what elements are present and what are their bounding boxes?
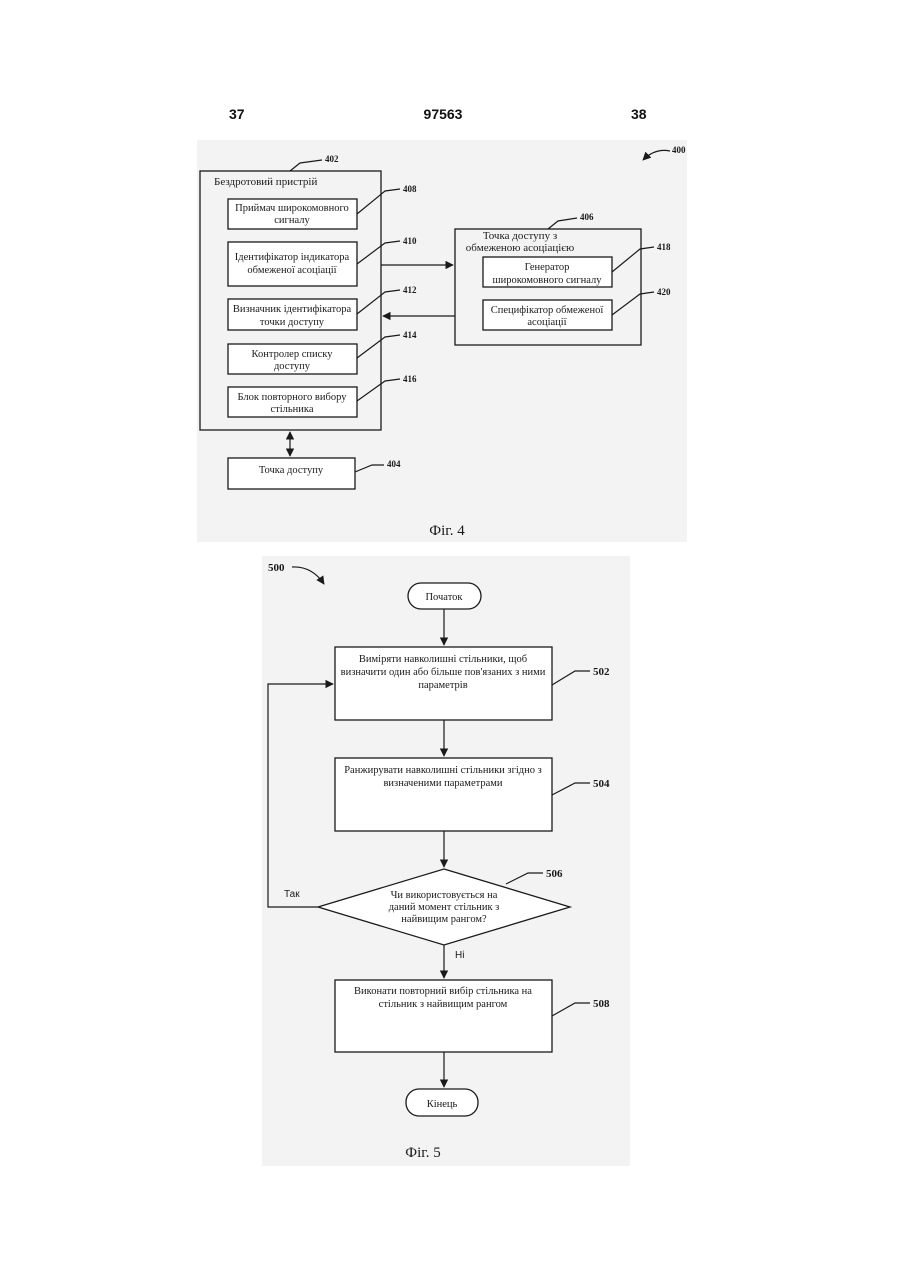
broadcast-receiver-408: Приймач широкомовного сигналу 408 — [228, 184, 417, 229]
restricted-ap-406: Точка доступу з обмеженою асоціацією 406… — [455, 212, 671, 345]
ref-414-label: 414 — [403, 330, 417, 340]
ref-402-leader — [290, 160, 322, 171]
restricted-assoc-specifier-420: Специфікатор обмеженої асоціації 420 — [483, 287, 671, 330]
step-502-line2: визначити один або більше пов'язаних з н… — [341, 667, 546, 678]
restricted-assoc-indicator-id-410: Ідентифікатор індикатора обмеженої асоці… — [228, 236, 417, 286]
yes-label: Так — [284, 889, 300, 900]
figure-4-caption: Фіг. 4 — [429, 523, 465, 539]
ap-identifier-determiner-412: Визначник ідентифікатора точки доступу 4… — [228, 285, 417, 330]
ref-506-label: 506 — [546, 868, 563, 880]
restricted-assoc-indicator-line1: Ідентифікатор індикатора — [235, 252, 350, 263]
figure-4: 400 Бездротовий пристрій 402 Приймач шир… — [200, 145, 686, 539]
broadcast-receiver-line1: Приймач широкомовного — [235, 203, 349, 214]
wireless-device-title: Бездротовий пристрій — [214, 176, 317, 188]
ref-504-label: 504 — [593, 778, 610, 790]
ref-410-label: 410 — [403, 236, 417, 246]
restricted-ap-title-line1: Точка доступу з — [483, 230, 557, 242]
start-terminal: Початок — [408, 583, 481, 609]
ref-420-label: 420 — [657, 287, 671, 297]
ref-418-label: 418 — [657, 242, 671, 252]
ref-416-label: 416 — [403, 374, 417, 384]
arrow-yes-loop-to-502 — [268, 684, 333, 907]
access-list-controller-414: Контролер списку доступу 414 — [228, 330, 417, 374]
start-label: Початок — [425, 592, 463, 603]
access-list-line2: доступу — [274, 361, 311, 372]
step-502-line3: параметрів — [418, 680, 467, 691]
step-508-line1: Виконати повторний вибір стільника на — [354, 986, 532, 997]
restricted-ap-title-line2: обмеженою асоціацією — [466, 242, 575, 254]
restricted-assoc-specifier-line2: асоціації — [527, 317, 566, 328]
decision-line2: даний момент стільник з — [389, 902, 500, 913]
step-502-line1: Виміряти навколишні стільники, щоб — [359, 654, 527, 665]
step-508-line2: стільник з найвищим рангом — [379, 999, 508, 1010]
figure-5: 500 Початок Виміряти навколишні стільник… — [268, 562, 610, 1161]
access-point-label: Точка доступу — [259, 465, 324, 476]
ref-408-label: 408 — [403, 184, 417, 194]
cell-reselection-line2: стільника — [270, 404, 313, 415]
step-504-line1: Ранжирувати навколишні стільники згідно … — [344, 765, 542, 776]
system-ref-400: 400 — [643, 145, 686, 160]
ref-406-label: 406 — [580, 212, 594, 222]
decision-line3: найвищим рангом? — [401, 914, 487, 925]
end-terminal: Кінець — [406, 1089, 478, 1116]
ref-400-label: 400 — [672, 145, 686, 155]
step-504-line2: визначеними параметрами — [383, 778, 502, 789]
broadcast-generator-line2: широкомовного сигналу — [493, 275, 603, 286]
ap-identifier-line2: точки доступу — [260, 317, 325, 328]
restricted-assoc-indicator-line2: обмеженої асоціації — [247, 265, 336, 276]
ref-502-label: 502 — [593, 666, 610, 678]
cell-reselection-line1: Блок повторного вибору — [238, 392, 348, 403]
no-label: Ні — [455, 950, 464, 961]
access-list-line1: Контролер списку — [252, 349, 334, 360]
restricted-assoc-specifier-line1: Специфікатор обмеженої — [491, 305, 604, 316]
ref-500-label: 500 — [268, 562, 285, 574]
ref-402-label: 402 — [325, 154, 339, 164]
broadcast-receiver-line2: сигналу — [274, 215, 310, 226]
broadcast-generator-line1: Генератор — [525, 262, 570, 273]
wireless-device-402: Бездротовий пристрій 402 Приймач широком… — [200, 154, 417, 430]
decision-line1: Чи використовується на — [391, 890, 498, 901]
decision-506-highest-rank-cell: Чи використовується на даний момент стіл… — [318, 868, 570, 945]
figure-5-caption: Фіг. 5 — [405, 1145, 440, 1161]
ap-identifier-line1: Визначник ідентифікатора — [233, 304, 352, 315]
step-508-reselect-cell: Виконати повторний вибір стільника на ст… — [335, 980, 610, 1052]
ref-404-label: 404 — [387, 459, 401, 469]
ref-412-label: 412 — [403, 285, 417, 295]
step-504-rank-cells: Ранжирувати навколишні стільники згідно … — [335, 758, 610, 831]
end-label: Кінець — [427, 1099, 458, 1110]
cell-reselection-block-416: Блок повторного вибору стільника 416 — [228, 374, 417, 417]
method-ref-500: 500 — [268, 562, 324, 584]
step-502-measure-cells: Виміряти навколишні стільники, щоб визна… — [335, 647, 610, 720]
access-point-404: Точка доступу 404 — [228, 458, 401, 489]
ref-508-label: 508 — [593, 998, 610, 1010]
